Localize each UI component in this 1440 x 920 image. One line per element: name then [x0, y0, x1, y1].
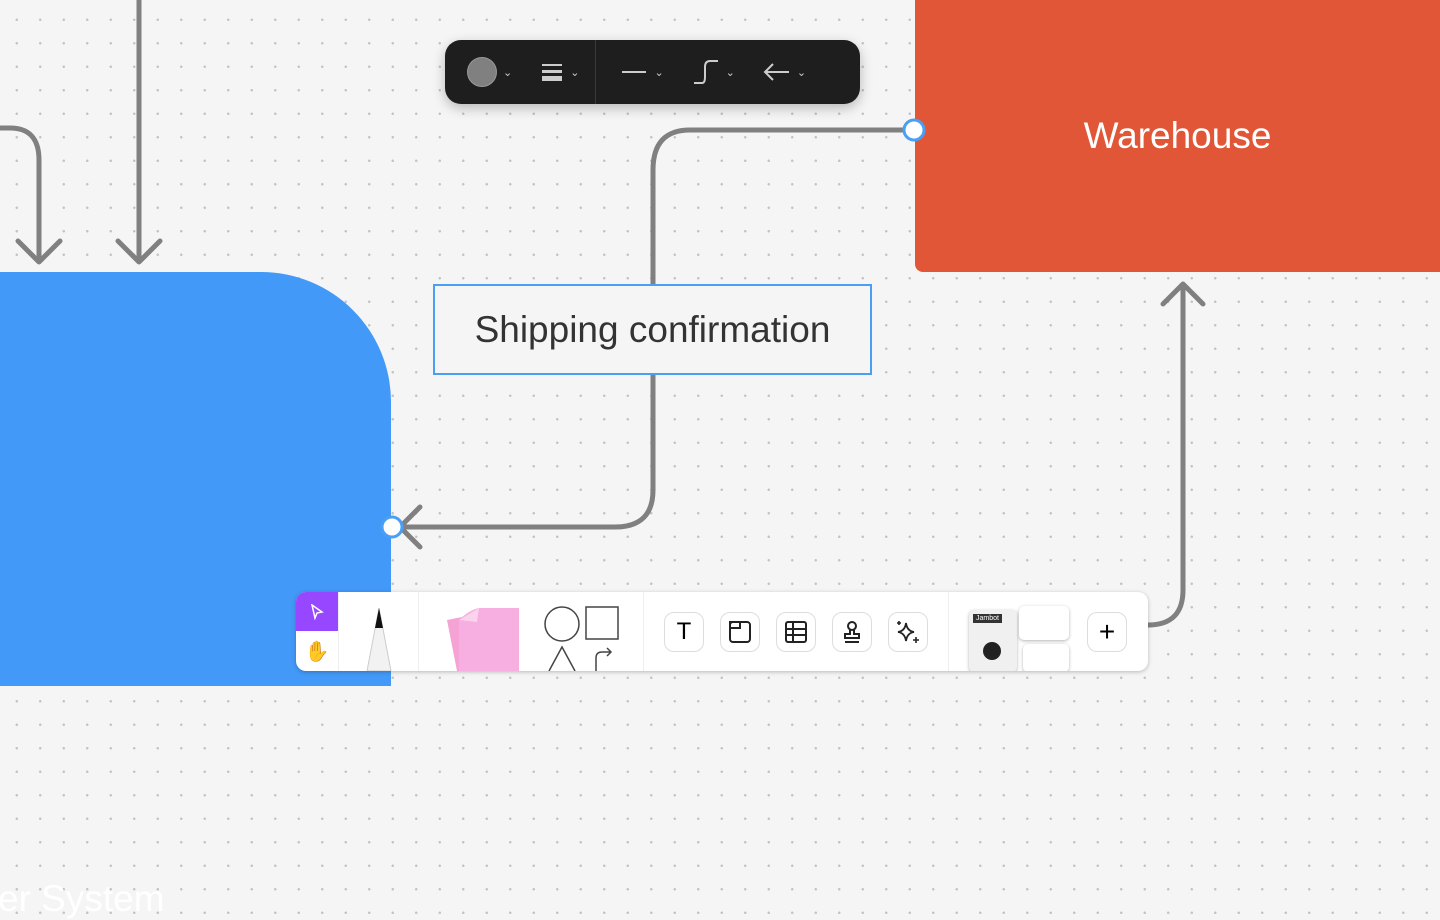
- text-tool[interactable]: T: [664, 611, 704, 652]
- line-style-dropdown[interactable]: ⌄: [596, 40, 673, 104]
- templates-button[interactable]: Jambot: [967, 592, 1077, 671]
- connector: [0, 125, 63, 265]
- sticky-note-icon: [447, 608, 519, 671]
- plus-icon: +: [1098, 615, 1116, 647]
- template-thumbnail: [1023, 644, 1069, 671]
- connector-handle: [380, 515, 404, 539]
- sticky-note-tool[interactable]: [419, 592, 529, 671]
- template-thumbnail: Jambot: [969, 610, 1017, 671]
- pen-icon: [366, 607, 392, 671]
- shapes-tool[interactable]: [529, 592, 644, 671]
- divider: [595, 40, 597, 104]
- sparkle-icon: [897, 620, 919, 643]
- context-toolbar: ⌄ ⌄ ⌄ ⌄ ⌄: [445, 40, 860, 104]
- connector-selected: [650, 127, 917, 288]
- connector-handle: [902, 118, 926, 142]
- ai-tool[interactable]: [888, 611, 928, 652]
- select-tool[interactable]: [296, 592, 338, 631]
- bottom-toolbar: ✋ T Jambot +: [296, 592, 1148, 671]
- connector-type-dropdown[interactable]: ⌄: [674, 40, 745, 104]
- connector-label[interactable]: Shipping confirmation: [433, 284, 872, 375]
- text-icon: T: [676, 617, 692, 645]
- pen-tool[interactable]: [339, 592, 419, 671]
- connector: [115, 0, 163, 265]
- connector-selected: [395, 369, 656, 550]
- arrow-end-dropdown[interactable]: ⌄: [745, 40, 816, 104]
- add-button[interactable]: +: [1087, 611, 1127, 652]
- connectors: [0, 0, 1206, 628]
- shape-label: er System: [0, 878, 165, 919]
- color-fill-icon: [467, 57, 497, 87]
- chevron-down-icon: ⌄: [796, 66, 807, 79]
- connector-curved-icon: [693, 60, 718, 84]
- line-style-icon: [622, 71, 647, 73]
- section-tool[interactable]: [720, 611, 760, 652]
- hand-tool[interactable]: ✋: [304, 640, 330, 663]
- connector: [1145, 281, 1206, 628]
- section-icon: [729, 620, 751, 643]
- cursor-icon: [310, 603, 324, 620]
- shape-warehouse[interactable]: Warehouse: [915, 0, 1440, 272]
- chevron-down-icon: ⌄: [503, 66, 513, 79]
- color-dropdown[interactable]: ⌄: [445, 40, 522, 104]
- stamp-tool[interactable]: [832, 611, 872, 652]
- stamp-icon: [844, 620, 860, 643]
- arrow-left-icon: [763, 63, 789, 81]
- shapes-icon: [544, 606, 619, 671]
- chevron-down-icon: ⌄: [725, 66, 735, 79]
- chevron-down-icon: ⌄: [570, 66, 580, 79]
- table-tool[interactable]: [776, 611, 816, 652]
- shape-label: Warehouse: [1083, 115, 1272, 156]
- table-icon: [785, 620, 807, 643]
- stroke-weight-dropdown[interactable]: ⌄: [522, 40, 589, 104]
- template-text: Jambot: [973, 614, 1002, 623]
- chevron-down-icon: ⌄: [654, 66, 664, 79]
- stroke-weight-icon: [542, 64, 563, 81]
- template-thumbnail: [1019, 606, 1069, 640]
